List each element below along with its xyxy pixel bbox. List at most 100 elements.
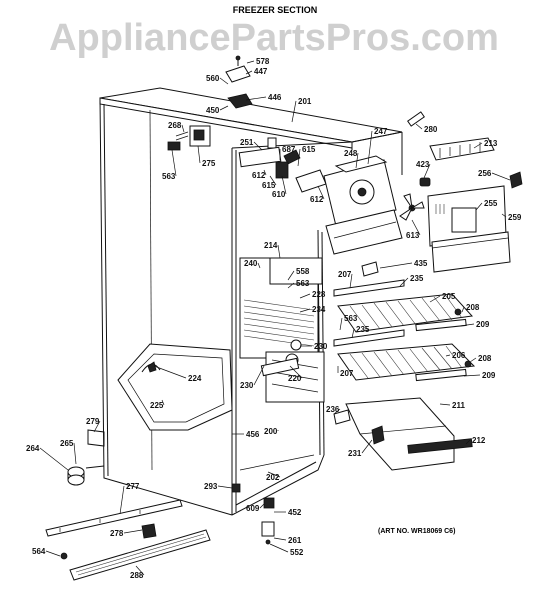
bracket-435 [361, 261, 379, 277]
part-callout-446: 446 [268, 93, 282, 102]
callout-leader [463, 374, 481, 377]
part-callout-224: 224 [188, 374, 202, 383]
part-callout-209: 209 [482, 371, 496, 380]
part-callout-613: 613 [406, 231, 420, 240]
shelf-support-208 [454, 308, 462, 316]
part-callout-209: 209 [476, 320, 490, 329]
part-callout-615: 615 [302, 145, 316, 154]
part-callout-264: 264 [26, 444, 40, 453]
part-callout-248: 248 [344, 149, 358, 158]
part-callout-280: 280 [424, 125, 438, 134]
callout-leader [439, 403, 451, 406]
callout-leader [246, 60, 255, 64]
callout-leader [39, 447, 69, 471]
part-callout-609: 609 [246, 504, 260, 513]
part-callout-201: 201 [298, 97, 312, 106]
callout-leader [299, 293, 311, 299]
callout-leader [291, 100, 297, 123]
part-callout-234: 234 [312, 305, 326, 314]
shelf-stud [407, 111, 425, 127]
part-callout-610: 610 [272, 190, 286, 199]
callout-leader [445, 354, 451, 357]
callout-leader [287, 270, 295, 281]
part-callout-230: 230 [314, 342, 328, 351]
callout-leader [333, 408, 341, 415]
callout-leader [339, 317, 343, 331]
callout-leader [349, 273, 353, 289]
part-callout-259: 259 [508, 213, 522, 222]
callout-leader [253, 141, 263, 151]
callout-leader [317, 185, 325, 200]
part-callout-225: 225 [150, 401, 164, 410]
callout-leader [465, 439, 471, 445]
part-callout-211: 211 [452, 401, 465, 410]
callout-leader [475, 202, 483, 211]
callout-leader [461, 306, 465, 313]
callout-leader [287, 282, 295, 289]
switch-609 [263, 497, 275, 509]
part-callout-578: 578 [256, 57, 270, 66]
lamp-socket [419, 177, 431, 187]
part-callout-207: 207 [338, 270, 352, 279]
part-callout-235: 235 [356, 325, 370, 334]
ice-bucket-front [431, 231, 511, 273]
part-callout-277: 277 [126, 482, 140, 491]
watermark: AppliancePartsPros.com [49, 17, 499, 59]
callout-leader [367, 130, 373, 165]
callout-leader [171, 149, 177, 177]
part-callout-278: 278 [110, 529, 124, 538]
part-callout-423: 423 [416, 160, 430, 169]
callout-leader [399, 277, 409, 287]
part-callout-563: 563 [162, 172, 176, 181]
screw-564 [60, 552, 68, 560]
callout-leader [459, 323, 475, 327]
art-number: (ART NO. WR18069 C6) [378, 528, 455, 535]
hinge-bushing [67, 465, 105, 486]
callout-leader [161, 399, 165, 406]
part-callout-275: 275 [202, 159, 216, 168]
callout-leader [277, 244, 281, 259]
callout-leader [269, 543, 289, 553]
part-callout-288: 288 [130, 571, 144, 580]
callout-leader [181, 124, 185, 133]
bracket-261 [261, 521, 275, 537]
top-hinge-assembly [225, 55, 253, 109]
upper-wire-shelf [337, 293, 474, 333]
part-callout-558: 558 [296, 267, 310, 276]
callout-leader [273, 537, 287, 541]
callout-leader [263, 169, 267, 176]
bottom-rail [45, 499, 183, 539]
part-callout-615: 615 [262, 181, 276, 190]
part-callout-268: 268 [168, 121, 182, 130]
callout-leader [267, 471, 281, 478]
part-callout-240: 240 [244, 259, 258, 268]
callout-leader [491, 172, 511, 181]
shelf-support-208b [464, 360, 472, 368]
bracket-236 [333, 409, 351, 425]
callout-leader [219, 105, 229, 111]
part-callout-256: 256 [478, 169, 492, 178]
part-callout-293: 293 [204, 482, 218, 491]
callout-leader [135, 565, 145, 576]
evaporator-cover [239, 257, 325, 403]
part-callout-235: 235 [410, 274, 424, 283]
callout-leader [73, 442, 77, 465]
part-callout-200: 200 [264, 427, 278, 436]
part-callout-564: 564 [32, 547, 46, 556]
callout-leader [153, 365, 187, 379]
part-callout-230: 230 [240, 381, 254, 390]
part-callout-279: 279 [86, 417, 100, 426]
part-callout-560: 560 [206, 74, 220, 83]
callout-leader [219, 77, 229, 85]
callout-leader [297, 148, 301, 167]
toe-grille [69, 529, 211, 581]
callout-leader [245, 70, 253, 75]
callout-leader [351, 328, 355, 339]
callout-leader [217, 485, 233, 489]
part-callout-261: 261 [288, 536, 302, 545]
callout-leader [259, 503, 265, 509]
door-liner-section [117, 343, 233, 431]
callout-leader [93, 420, 101, 433]
part-callout-687: 687 [282, 145, 296, 154]
